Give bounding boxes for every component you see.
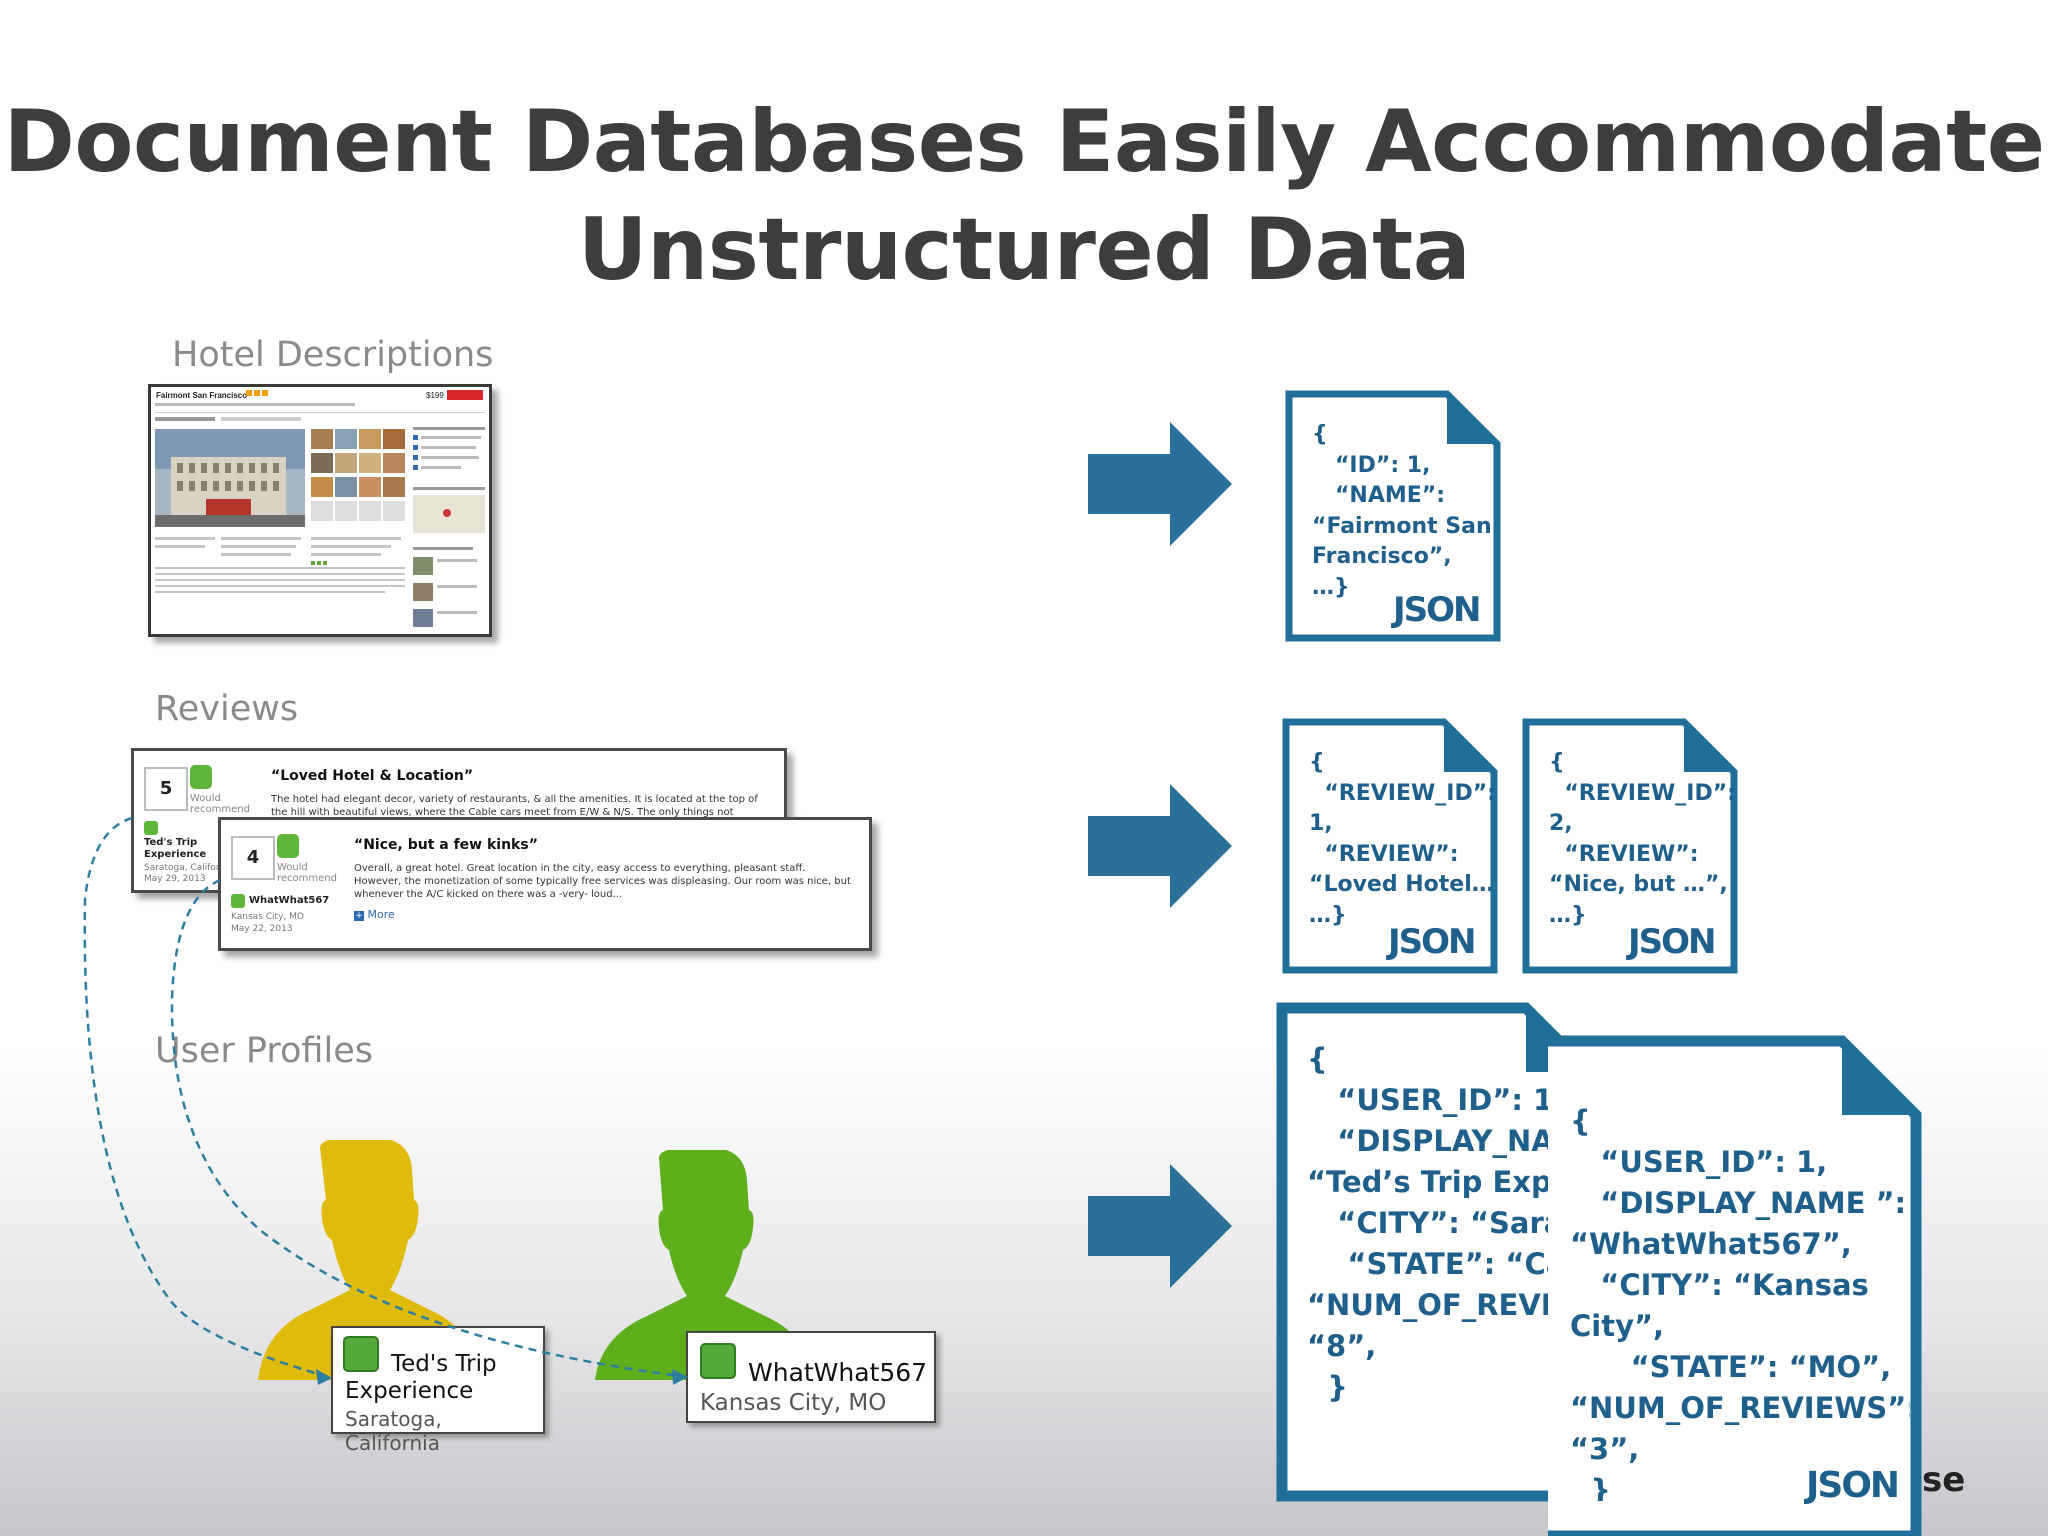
profile-name-whatwhat: WhatWhat567 [748, 1358, 928, 1387]
review-more-link[interactable]: + More [354, 908, 395, 921]
json-document-review-2: { “REVIEW_ID”: 2, “REVIEW”: “Nice, but …… [1522, 718, 1738, 974]
json-label: JSON [1628, 922, 1716, 962]
json-document-review-1: { “REVIEW_ID”: 1, “REVIEW”: “Loved Hotel… [1282, 718, 1498, 974]
profile-location-whatwhat: Kansas City, MO [700, 1390, 887, 1416]
document-icon [1282, 718, 1498, 974]
plus-icon: + [354, 911, 364, 921]
json-document-text: { “REVIEW_ID”: 2, “REVIEW”: “Nice, but …… [1549, 750, 1734, 928]
json-document-text: { “USER_ID”: 1, “DISPLAY_NAME ”: “Ted’s … [1307, 1042, 1577, 1404]
document-icon [1285, 390, 1501, 642]
hotel-page-price: $199 [426, 391, 444, 400]
arrow-right-icon [1088, 784, 1232, 908]
user-badge-icon [144, 821, 158, 835]
document-icon [1522, 718, 1738, 974]
review-recommend-1: Would recommend [190, 793, 250, 815]
json-document-text: { “USER_ID”: 1, “DISPLAY_NAME ”: “WhatWh… [1570, 1104, 1910, 1501]
review-user-2: WhatWhat567 [249, 895, 330, 906]
json-label: JSON [1806, 1465, 1900, 1506]
arrow-right-icon [1088, 422, 1232, 546]
json-label: JSON [1388, 922, 1476, 962]
json-document-text: { “REVIEW_ID”: 1, “REVIEW”: “Loved Hotel… [1309, 750, 1494, 928]
profile-card-ted: Ted's Trip Experience Saratoga, Californ… [331, 1326, 545, 1455]
user-badge-icon [231, 894, 245, 908]
slide-title: Document Databases Easily Accommodate Un… [0, 88, 2048, 304]
corner-logo-fragment: se [1922, 1460, 1966, 1500]
profile-card-whatwhat: WhatWhat567 Kansas City, MO [686, 1331, 936, 1423]
review-body-1: The hotel had elegant decor, variety of … [271, 794, 758, 818]
document-icon [1548, 1035, 1922, 1536]
profile-name-ted-line1: Ted's Trip [391, 1351, 497, 1377]
json-document-text: { “ID”: 1, “NAME”: “Fairmont San Francis… [1312, 422, 1492, 600]
review-location-1: Saratoga, California [144, 863, 220, 873]
json-label: JSON [1393, 590, 1481, 630]
slide-title-line2: Unstructured Data [577, 200, 1471, 300]
arrow-right-icon [1088, 1164, 1232, 1288]
profile-badge-icon [700, 1343, 736, 1379]
review-date-1: May 29, 2013 [144, 874, 206, 884]
review-date-2: May 22, 2013 [231, 924, 293, 934]
thumbs-up-icon [277, 834, 299, 858]
slide-title-line1: Document Databases Easily Accommodate [3, 92, 2045, 192]
profile-location-ted: Saratoga, California [345, 1407, 442, 1455]
review-title-2: “Nice, but a few kinks” [354, 837, 538, 853]
review-body-2: Overall, a great hotel. Great location i… [354, 863, 851, 900]
review-user-1: Ted's Trip Experience [144, 837, 207, 860]
profile-name-ted-line2: Experience [345, 1378, 474, 1404]
hotel-page-name: Fairmont San Francisco [156, 391, 247, 400]
thumbs-up-icon [190, 765, 212, 789]
review-location-2: Kansas City, MO [231, 912, 304, 922]
review-recommend-2: Would recommend [277, 862, 337, 884]
review-title-1: “Loved Hotel & Location” [271, 768, 474, 784]
review-card-2: 4 Would recommend “Nice, but a few kinks… [218, 817, 872, 951]
hotel-page-screenshot: Fairmont San Francisco $199 [155, 390, 485, 627]
profile-badge-icon [343, 1336, 379, 1372]
json-document-user-2: { “USER_ID”: 1, “DISPLAY_NAME ”: “WhatWh… [1542, 1035, 1922, 1536]
review-more-label: More [367, 908, 395, 921]
section-label-users: User Profiles [155, 1031, 373, 1071]
section-label-hotel: Hotel Descriptions [172, 335, 494, 375]
json-document-hotel: { “ID”: 1, “NAME”: “Fairmont San Francis… [1285, 390, 1501, 642]
section-label-reviews: Reviews [155, 689, 299, 729]
review-rating-1: 5 [144, 767, 188, 811]
review-rating-2: 4 [231, 836, 275, 880]
hotel-page-thumbnail: Fairmont San Francisco $199 [148, 384, 492, 637]
